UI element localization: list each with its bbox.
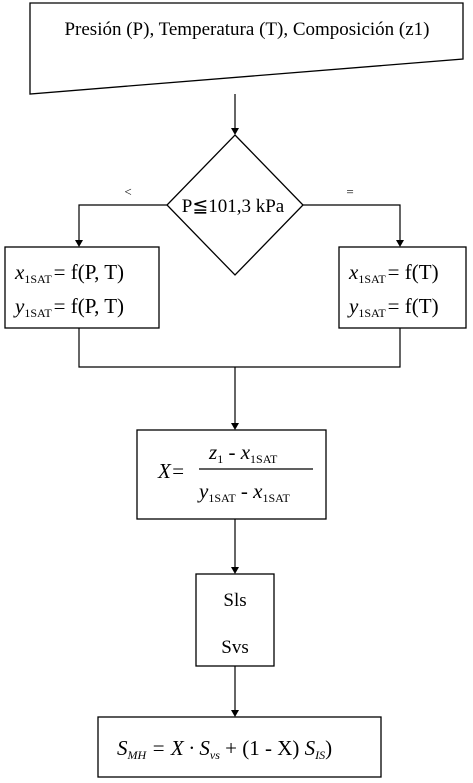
right-eq-line1: x1SAT= f(T) xyxy=(348,260,439,286)
connector-right-branch xyxy=(303,204,401,240)
decision-diamond xyxy=(166,134,304,276)
fraction-denominator: y1SAT - x1SAT xyxy=(197,479,291,505)
fraction-numerator: z1 - x1SAT xyxy=(208,440,278,466)
input-shape xyxy=(29,2,464,95)
decision-label: P≦101,3 kPa xyxy=(182,196,285,217)
s-box-line1: Sls xyxy=(223,590,246,611)
arrow-to-fraction-box xyxy=(231,423,239,430)
connector-merge xyxy=(78,328,401,368)
fraction-lhs: X= xyxy=(157,459,185,483)
fraction-box xyxy=(136,429,327,520)
svg-text:y1SAT= f(T): y1SAT= f(T) xyxy=(347,294,439,320)
left-eq-line1: x1SAT= f(P, T) xyxy=(14,260,124,286)
left-eq-line2: y1SAT= f(P, T) xyxy=(13,294,124,320)
right-eq-line2: y1SAT= f(T) xyxy=(347,294,439,320)
right-equation-box xyxy=(338,246,467,329)
s-box xyxy=(195,573,275,667)
svg-text:x1SAT= f(T): x1SAT= f(T) xyxy=(348,260,439,286)
input-label: Presión (P), Temperatura (T), Composició… xyxy=(64,19,429,40)
decision-left-label: < xyxy=(124,184,131,199)
left-equation-box xyxy=(4,246,160,329)
final-box xyxy=(97,716,382,778)
arrow-to-left-box xyxy=(75,240,83,247)
s-box-line2: Svs xyxy=(221,637,248,658)
arrow-to-right-box xyxy=(396,240,404,247)
connector-left-branch xyxy=(78,204,167,240)
svg-text:x1SAT= f(P, T): x1SAT= f(P, T) xyxy=(14,260,124,286)
arrow-to-s-box xyxy=(231,567,239,574)
arrow-to-decision xyxy=(231,128,239,135)
final-equation: SMH = X · Svs + (1 - X) SIS) xyxy=(117,736,332,762)
decision-right-label: = xyxy=(346,184,353,199)
arrow-to-final-box xyxy=(231,710,239,717)
svg-text:y1SAT= f(P, T): y1SAT= f(P, T) xyxy=(13,294,124,320)
